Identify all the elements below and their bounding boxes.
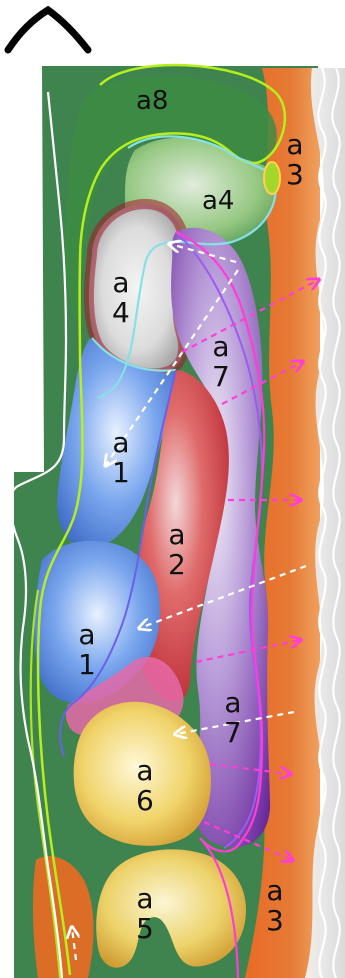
small-green-oval [264,162,280,194]
